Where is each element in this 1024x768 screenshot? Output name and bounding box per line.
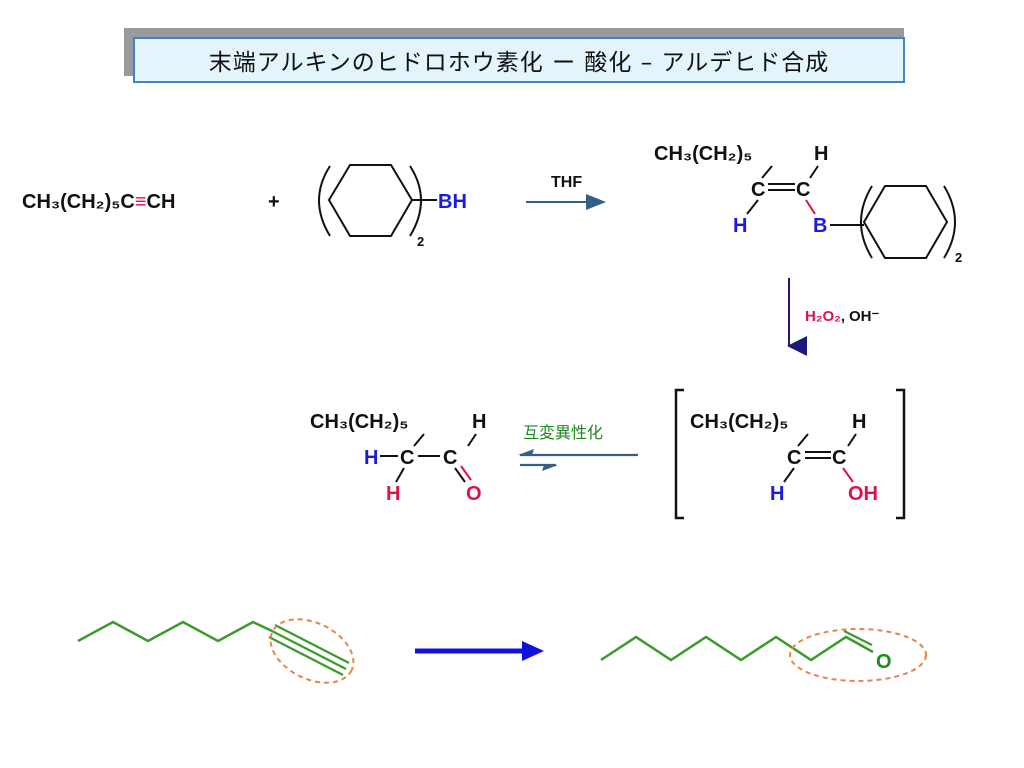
skeletal-oxygen: O xyxy=(876,651,892,673)
enol-c-right: C xyxy=(832,447,846,469)
bond-chain-c xyxy=(761,165,773,179)
aldehyde-c-right: C xyxy=(443,447,457,469)
vinyl-boron: B xyxy=(813,215,827,237)
bond-h-c xyxy=(809,165,819,179)
aldehyde-h-left: H xyxy=(364,447,378,469)
ald-co-2 xyxy=(460,465,472,481)
bond-c-b xyxy=(805,199,816,215)
subscript-two: 2 xyxy=(417,234,424,249)
alkyne-chain: CH₃(CH₂)₅C xyxy=(22,191,135,213)
aldehyde-h-top: H xyxy=(472,411,486,433)
enol-oh: OH xyxy=(848,483,878,505)
vinyl-h-top: H xyxy=(814,143,828,165)
title-banner: 末端アルキンのヒドロホウ素化 ー 酸化 – アルデヒド合成 xyxy=(133,37,905,83)
hydroxide-label: OH⁻ xyxy=(849,308,880,325)
bh-label: BH xyxy=(438,191,467,213)
alkyne-chain-line xyxy=(77,620,273,643)
ald-bond-h xyxy=(467,433,477,447)
vinyl-subscript-two: 2 xyxy=(955,250,962,265)
triple-bond-line-1 xyxy=(271,630,347,670)
aldehyde-chain-line xyxy=(600,635,874,662)
enol-h-top: H xyxy=(852,411,866,433)
enol-chain: CH₃(CH₂)₅ xyxy=(690,411,788,433)
carbonyl-second-line xyxy=(843,630,873,646)
enol-bond-h xyxy=(847,433,857,447)
step2-reagents: H₂O₂,OH⁻ xyxy=(805,308,880,325)
left-bracket xyxy=(674,388,684,520)
enol-bond-h-bottom xyxy=(783,467,795,483)
skeletal-aldehyde: O xyxy=(600,628,927,682)
skeletal-alkyne xyxy=(77,618,355,684)
aldehyde-chain: CH₃(CH₂)₅ xyxy=(310,411,408,433)
vinyl-right-paren xyxy=(943,185,956,259)
left-paren xyxy=(318,165,331,237)
bond-c-h xyxy=(746,199,759,215)
triple-bond-line-2 xyxy=(274,624,350,664)
vinyl-chain: CH₃(CH₂)₅ xyxy=(654,143,752,165)
forward-arrow-head xyxy=(542,465,558,471)
vinyl-cyclohexane xyxy=(862,185,949,259)
vinyl-left-paren xyxy=(860,185,873,259)
tautomerization-label: 互変異性化 xyxy=(523,424,603,442)
h2o2-label: H₂O₂ xyxy=(805,308,841,325)
ald-bond-c-h xyxy=(395,467,405,483)
vinylborane: CH₃(CH₂)₅ H C C H B 2 xyxy=(654,143,962,265)
enol-intermediate: CH₃(CH₂)₅ H C C H OH xyxy=(674,388,906,520)
conversion-arrow-head xyxy=(522,641,544,661)
aldehyde-highlight xyxy=(789,628,927,682)
enol-bond-oh xyxy=(842,467,854,483)
reagent-separator: , xyxy=(841,308,845,325)
aldehyde-product: CH₃(CH₂)₅ H H C C H O xyxy=(310,411,486,505)
alkyne-formula: CH₃(CH₂)₅C≡CH xyxy=(22,191,175,213)
ald-co-1 xyxy=(454,467,466,483)
plus-sign: + xyxy=(268,191,280,213)
enol-h-bottom: H xyxy=(770,483,784,505)
enol-c-left: C xyxy=(787,447,801,469)
dicyclohexylborane: BH 2 xyxy=(318,164,467,249)
vinyl-h-bottom: H xyxy=(733,215,747,237)
triple-bond: ≡ xyxy=(135,191,147,213)
vinyl-c-left: C xyxy=(751,179,765,201)
alkyne-terminal: CH xyxy=(147,191,176,213)
triple-bond-line-3 xyxy=(268,636,344,676)
page-title: 末端アルキンのヒドロホウ素化 ー 酸化 – アルデヒド合成 xyxy=(208,50,830,76)
ald-bond-chain xyxy=(413,433,425,447)
enol-bond-chain xyxy=(797,433,809,447)
aldehyde-h-bottom: H xyxy=(386,483,400,505)
cyclohexane-ring xyxy=(327,164,414,237)
aldehyde-oxygen: O xyxy=(466,483,482,505)
equilibrium-arrows xyxy=(518,449,638,471)
right-bracket xyxy=(896,388,906,520)
reverse-arrow-head xyxy=(518,449,534,455)
svg-text:CH₃(CH₂)₅C≡CH: CH₃(CH₂)₅C≡CH xyxy=(22,191,175,213)
aldehyde-c-left: C xyxy=(400,447,414,469)
vinyl-c-right: C xyxy=(796,179,810,201)
thf-label: THF xyxy=(551,174,582,191)
alkyne-highlight xyxy=(269,618,355,684)
